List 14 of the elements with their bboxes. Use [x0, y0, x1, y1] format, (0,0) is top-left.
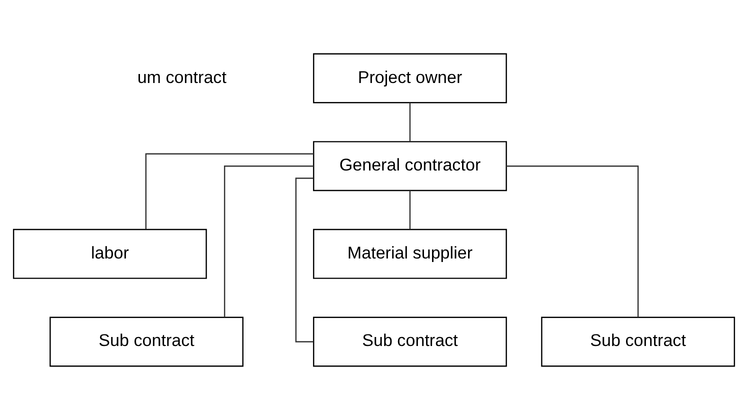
connector [295, 177, 314, 342]
connector [224, 164, 314, 317]
node-box: Material supplier [313, 228, 507, 278]
node-box: Sub contract [50, 316, 244, 366]
connector [409, 190, 411, 229]
node-box: Project owner [313, 52, 507, 103]
connector [145, 152, 314, 229]
node-box: General contractor [313, 140, 507, 191]
label: um contract [137, 67, 226, 86]
node-box: labor [12, 228, 207, 278]
node-box: Sub contract [541, 316, 736, 366]
connector [506, 164, 639, 317]
node-box: Sub contract [313, 316, 507, 366]
connector [409, 102, 411, 141]
